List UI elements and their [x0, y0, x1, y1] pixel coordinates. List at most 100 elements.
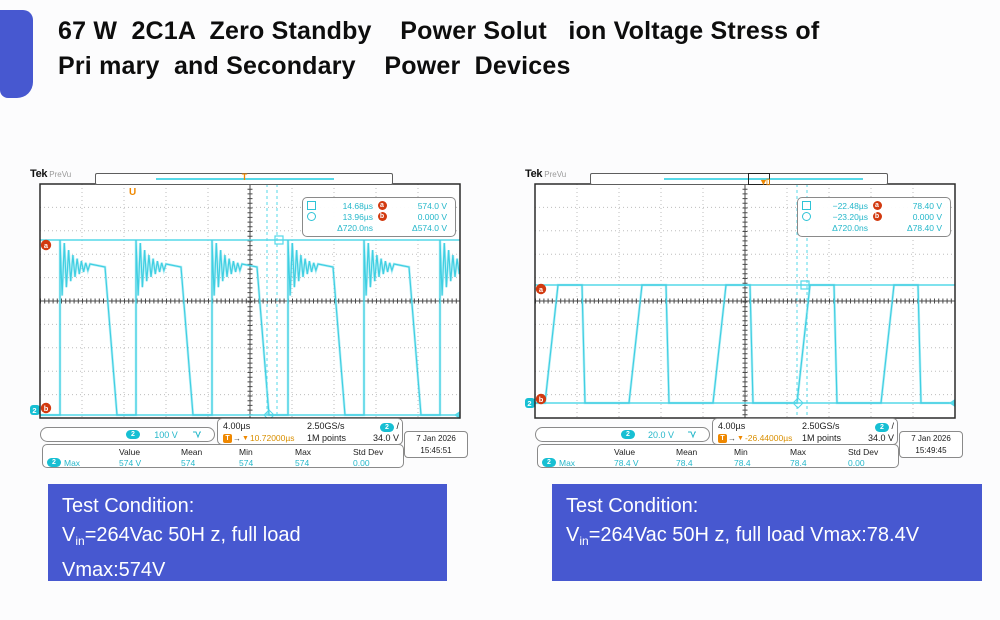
marker-a-badge: a — [377, 201, 387, 210]
measurement-type: Max — [64, 457, 81, 468]
triangle-icon: ▼ — [737, 434, 744, 442]
trigger-point-icon: ▯ — [766, 177, 771, 186]
arrow-icon: → — [728, 433, 736, 443]
channel-scale: 20.0 V — [647, 429, 675, 440]
measurement-type: Max — [559, 457, 576, 468]
timebase: 4.00µs — [223, 421, 251, 431]
channel-scale: 100 V — [154, 429, 178, 440]
acq-row-2: T→▼10.72000µs 1M points 34.0 V — [223, 432, 399, 444]
empty-badge — [378, 223, 387, 232]
datetime-box: 7 Jan 2026 15:45:51 — [404, 431, 468, 458]
cursor2-voltage: 0.000 V — [912, 211, 942, 222]
acq-row-2: T→▼-26.44000µs 1M points 34.0 V — [718, 432, 894, 444]
test-condition-primary: Test Condition: Vin=264Vac 50H z, full l… — [48, 484, 447, 581]
test-condition-vmax: Vmax:574V — [62, 559, 166, 581]
channel-bar: 2 20.0 V — [535, 427, 710, 442]
marker-b-badge: b — [872, 212, 882, 221]
title-line-1: 67 W 2C1A Zero Standby Power Solut ion V… — [58, 17, 820, 45]
col-max: Max — [295, 446, 312, 457]
cursor-marker-badge — [535, 393, 547, 405]
overview-trace-line — [156, 178, 334, 180]
title-line-2: Pri mary and Secondary Power Devices — [58, 52, 571, 80]
cursor-delta-row: Δ720.0ns Δ574.0 V — [307, 222, 451, 233]
cursor1-voltage: 574.0 V — [417, 200, 447, 211]
datetime-box: 7 Jan 2026 15:49:45 — [899, 431, 963, 458]
channel-bar: 2 100 V — [40, 427, 215, 442]
trigger-position-value: 10.72000µs — [249, 433, 295, 443]
vin-symbol: V — [566, 524, 580, 546]
trigger-t-icon: T — [223, 433, 232, 443]
trigger-slope-icon: / — [891, 420, 894, 431]
capture-date: 7 Jan 2026 — [416, 434, 456, 443]
timebase: 4.00µs — [718, 421, 746, 431]
test-condition-title: Test Condition: — [62, 495, 195, 517]
col-stddev: Std Dev — [848, 446, 879, 457]
trigger-level: 34.0 V — [867, 433, 894, 443]
sample-rate: 2.50GS/s — [802, 421, 840, 431]
meas-stddev: 0.00 — [353, 457, 370, 468]
bandwidth-icon — [688, 431, 696, 439]
delta-voltage: Δ574.0 V — [412, 222, 447, 233]
cursor1-square-icon — [307, 201, 316, 210]
cursor-readout: 14.68µs a 574.0 V 13.96µs b 0.000 V Δ720… — [302, 197, 456, 237]
vin-subscript: in — [579, 534, 589, 548]
cursor2-marker — [792, 397, 804, 409]
trigger-channel-badge: 2 — [874, 422, 889, 432]
channel-badge: 2 — [47, 458, 61, 467]
trigger-position-icon: ▼ — [759, 177, 768, 187]
marker-b-badge: b — [377, 212, 387, 221]
col-value: Value — [119, 446, 141, 457]
cursor1-time: 14.68µs — [342, 200, 373, 211]
sample-rate: 2.50GS/s — [307, 421, 345, 431]
acquisition-mode: PreVu — [544, 170, 567, 179]
meas-mean: 574 — [181, 457, 196, 468]
trigger-position: T→▼10.72000µs — [223, 433, 307, 443]
overview-trace-line — [664, 178, 863, 180]
acquisition-box: 4.00µs 2.50GS/s 2 / T→▼10.72000µs 1M poi… — [217, 418, 403, 445]
svg-text:2: 2 — [32, 406, 36, 415]
meas-value: 574 V — [119, 457, 142, 468]
trigger-channel-badge: 2 — [379, 422, 394, 432]
cursor-delta-row: Δ720.0ns Δ78.40 V — [802, 222, 946, 233]
test-condition-line2: Vin=264Vac 50H z, full load Vmax:78.4V — [566, 521, 968, 556]
capture-time: 15:49:45 — [915, 446, 947, 455]
cursor2-circle-icon — [307, 212, 316, 221]
col-mean: Mean — [676, 446, 698, 457]
accent-bar — [0, 10, 33, 98]
cursor2-voltage: 0.000 V — [417, 211, 447, 222]
col-min: Min — [239, 446, 253, 457]
cursor-row-2: 13.96µs b 0.000 V — [307, 211, 451, 222]
capture-date: 7 Jan 2026 — [911, 434, 951, 443]
cursor-readout: −22.48µs a 78.40 V −23.20µs b 0.000 V Δ7… — [797, 197, 951, 237]
meas-max: 78.4 — [790, 457, 807, 468]
meas-value: 78.4 V — [614, 457, 639, 468]
trigger-slope-icon: / — [396, 420, 399, 431]
channel-tab — [525, 398, 535, 408]
waveform-trace — [40, 239, 460, 416]
trigger-position-value: -26.44000µs — [744, 433, 793, 443]
cursor-row-1: −22.48µs a 78.40 V — [802, 200, 946, 211]
svg-text:b: b — [539, 395, 544, 404]
tek-logo: Tek — [30, 168, 48, 180]
svg-text:a: a — [539, 285, 544, 294]
meas-mean: 78.4 — [676, 457, 693, 468]
acq-row-1: 4.00µs 2.50GS/s 2 / — [223, 420, 399, 432]
trigger-position: T→▼-26.44000µs — [718, 433, 802, 443]
vin-value: =264Vac 50H z, full load — [84, 524, 301, 546]
waveform-trace — [535, 284, 955, 404]
channel-badge: 2 — [126, 430, 140, 439]
cursor1-marker — [800, 280, 810, 290]
triangle-icon: ▼ — [242, 434, 249, 442]
cursor-row-1: 14.68µs a 574.0 V — [307, 200, 451, 211]
cursor2-circle-icon — [802, 212, 811, 221]
trigger-t-icon: T — [718, 433, 727, 443]
cursor-marker-badge — [40, 239, 52, 251]
